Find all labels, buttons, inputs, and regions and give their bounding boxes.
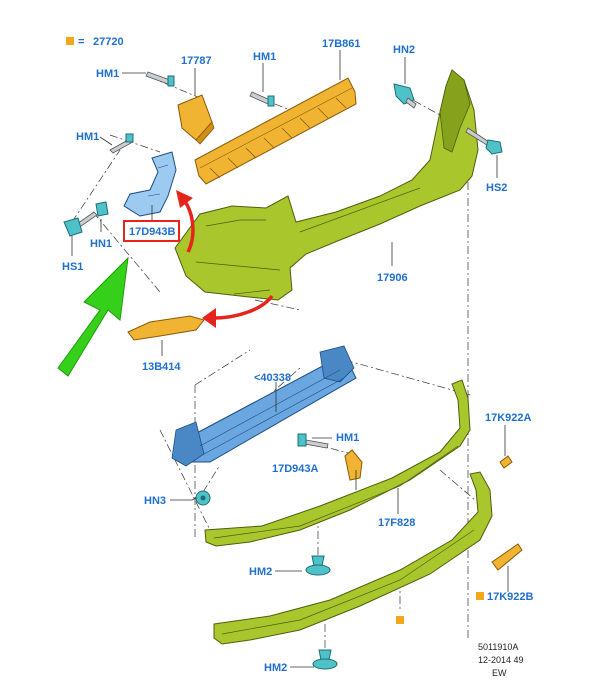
pushpin-hm2-a-icon: [305, 555, 331, 576]
callout-labels: HM1 17787 HM1 17B861 HN2 HM1 HS2 HN1 17D…: [62, 38, 534, 674]
reference-author: EW: [492, 668, 507, 678]
label-17D943A: 17D943A: [272, 463, 319, 475]
label-17B861: 17B861: [322, 38, 361, 50]
bracket-17D943B: [123, 151, 177, 217]
label-hn1: HN1: [90, 238, 112, 250]
label-hn2: HN2: [393, 44, 415, 56]
lower-valance: [213, 471, 493, 645]
legend-swatch: [66, 37, 74, 45]
reflector-13B414: [127, 315, 205, 341]
label-17906: 17906: [377, 272, 408, 284]
label-17K922B: 17K922B: [487, 591, 534, 603]
nut-hn3-icon: [195, 490, 211, 506]
bumper-cover-17906: [174, 69, 479, 301]
reflector-17K922B: [491, 543, 523, 571]
label-13B414: 13B414: [142, 361, 181, 373]
label-hm2-a: HM2: [249, 566, 272, 578]
label-hs1: HS1: [62, 261, 83, 273]
legend-marker-17K922B: [476, 592, 484, 600]
screw-hm1-lower-icon: [297, 433, 329, 449]
reference-id: 5011910A: [478, 642, 518, 652]
label-hs2: HS2: [486, 182, 507, 194]
label-hm1-left: HM1: [76, 131, 99, 143]
reference-date: 12-2014 49: [478, 655, 524, 665]
red-arrow-up: [182, 198, 195, 253]
screw-hm1-top-icon: [145, 71, 175, 87]
label-hn3: HN3: [144, 495, 166, 507]
label-17787: 17787: [181, 55, 212, 67]
highlight-box-17D943B: [123, 220, 180, 242]
screw-hs1-icon: [63, 211, 98, 237]
screw-hm1-mid-icon: [249, 91, 275, 107]
label-hm1-lower: HM1: [336, 432, 359, 444]
red-arrow-down-head: [202, 308, 216, 328]
label-17K922A: 17K922A: [485, 412, 532, 424]
label-17F828: 17F828: [378, 517, 415, 529]
red-arrow-up-head: [176, 190, 193, 208]
reference-block: 5011910A 12-2014 49 EW: [478, 642, 524, 678]
label-hm2-b: HM2: [264, 662, 287, 674]
label-40338: <40338: [254, 372, 291, 384]
bracket-17D943A: [344, 449, 363, 481]
lower-cover-17F828: [204, 379, 471, 547]
green-pointer-arrow-icon: [57, 256, 129, 377]
label-hm1-top: HM1: [96, 68, 119, 80]
red-arrow-down: [213, 294, 274, 320]
legend: = 27720: [66, 36, 124, 48]
energy-absorber-17B861: [194, 77, 357, 185]
small-part-marker: [396, 616, 404, 624]
small-bracket-17K922A: [499, 455, 513, 469]
label-hm1-mid: HM1: [253, 51, 276, 63]
highlight-annotations: [123, 190, 274, 328]
nut-hn1-icon: [95, 201, 109, 217]
legend-code: 27720: [93, 36, 124, 48]
screw-hm1-left-icon: [109, 133, 134, 154]
reinforcement-beam-40338: [171, 345, 357, 467]
pushpin-hm2-b-icon: [312, 649, 338, 670]
leader-lines: [71, 50, 509, 668]
legend-equals: =: [78, 36, 84, 48]
bracket-17787: [177, 94, 215, 145]
screw-hs2-icon: [465, 127, 503, 155]
label-17D943B: 17D943B: [129, 226, 176, 238]
clip-hn2-icon: [393, 83, 417, 109]
